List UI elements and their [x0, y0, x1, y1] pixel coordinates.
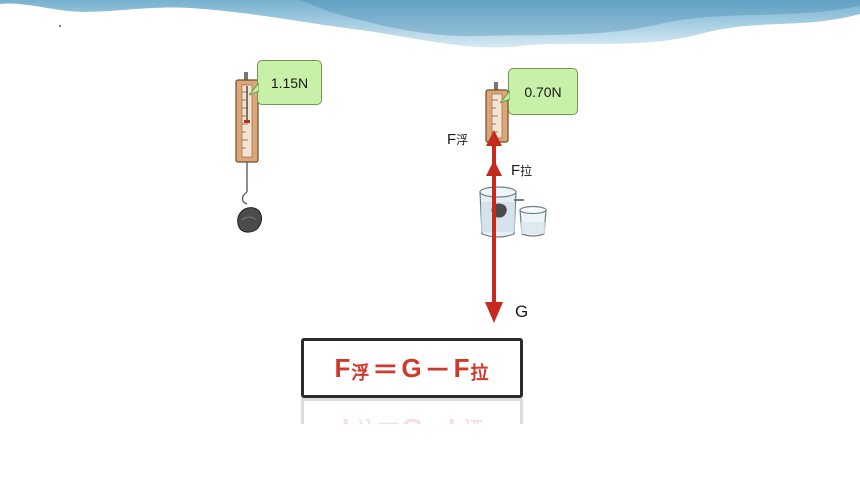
- buoyancy-arrow-head: [486, 130, 502, 146]
- formula-f-pull: F: [453, 352, 471, 383]
- reading-callout-left: 1.15N: [249, 60, 322, 105]
- formula-reflection: F浮 ＝G －F拉: [301, 398, 523, 424]
- callout-tail-icon: [500, 91, 510, 104]
- formula-f-pull-sub: 拉: [470, 363, 490, 383]
- reading-value-left: 1.15N: [270, 74, 309, 91]
- reading-callout-right: 0.70N: [500, 68, 578, 115]
- formula-minus: －: [424, 354, 452, 385]
- formula-equals: ＝: [372, 354, 400, 385]
- callout-tail-icon: [249, 83, 259, 96]
- formula-g: G: [401, 352, 423, 383]
- dot-mark: [59, 25, 61, 27]
- label-buoyancy: F浮: [447, 131, 469, 148]
- label-pull: F拉: [511, 162, 533, 179]
- formula-f-buoyancy: F: [334, 352, 352, 383]
- reading-value-right: 0.70N: [524, 83, 562, 100]
- gravity-arrow-head: [485, 302, 503, 323]
- formula-f-buoyancy-sub: 浮: [351, 363, 371, 383]
- label-gravity: G: [515, 302, 529, 321]
- force-arrows: [485, 130, 503, 323]
- pull-arrow-head: [486, 160, 502, 176]
- wave-header-decoration: [0, 0, 860, 48]
- spring-scale-left: [235, 72, 262, 233]
